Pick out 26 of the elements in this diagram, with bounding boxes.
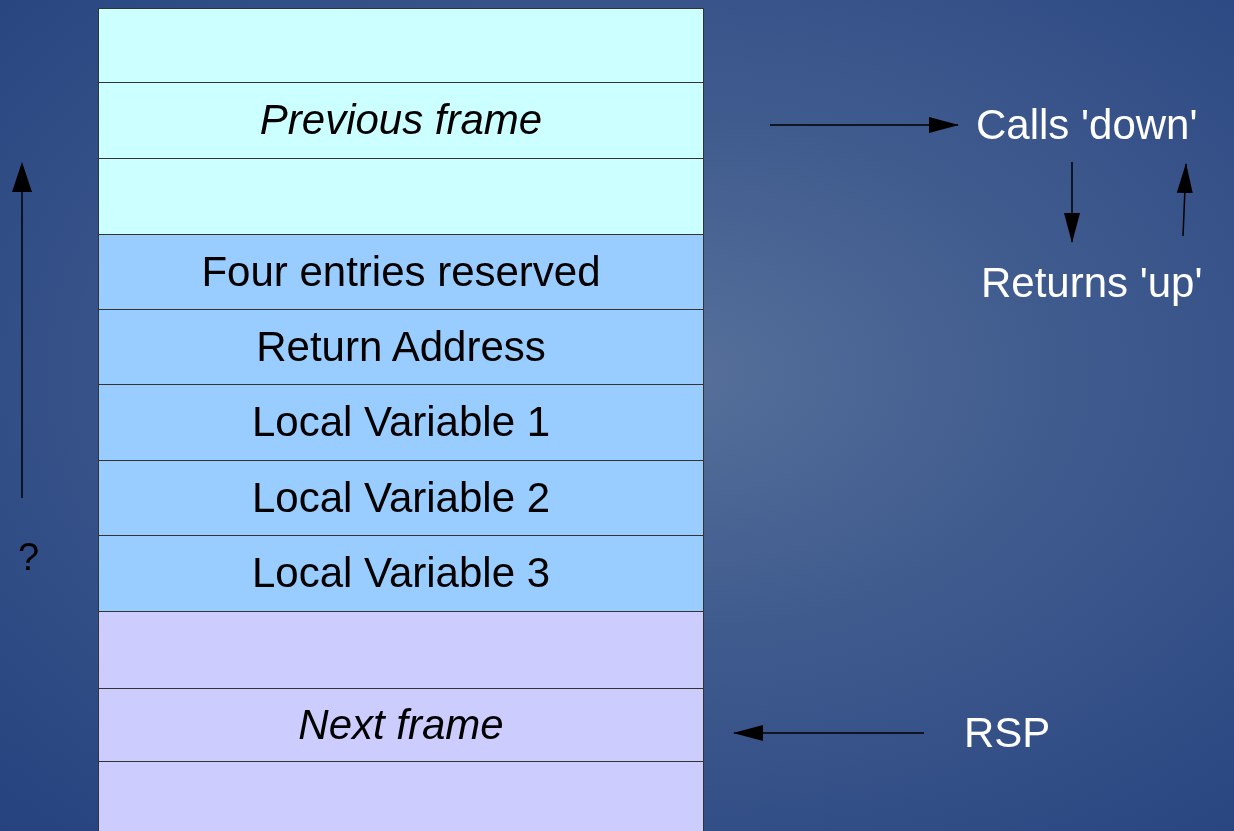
row-label: Local Variable 1 <box>251 399 551 446</box>
stack-row <box>98 611 704 689</box>
stack-row <box>98 234 704 310</box>
row-label: Return Address <box>256 323 546 371</box>
arrow <box>769 117 959 133</box>
arrow <box>1176 163 1193 237</box>
stack-row <box>98 158 704 235</box>
row-label: Next frame <box>298 701 504 749</box>
stack-row <box>98 82 704 159</box>
stack-row <box>98 761 704 831</box>
row-label: Local Variable 3 <box>251 550 551 597</box>
arrow <box>1064 161 1080 243</box>
row-label: Local Variable 2 <box>251 474 551 522</box>
annotation-text: RSP <box>964 710 1068 756</box>
annotation-text: Returns 'up' <box>981 260 1231 306</box>
question-mark-label: ? <box>18 538 40 576</box>
stack-row <box>98 688 704 762</box>
stack-row <box>98 460 704 536</box>
stack-row <box>98 8 704 83</box>
stack-row <box>98 535 704 612</box>
row-label: Previous frame <box>259 97 543 144</box>
stack-row <box>98 309 704 385</box>
arrow <box>733 725 925 741</box>
stack-row <box>98 384 704 461</box>
row-label: Four entries reserved <box>201 248 601 296</box>
annotation-text: Calls 'down' <box>976 102 1230 148</box>
